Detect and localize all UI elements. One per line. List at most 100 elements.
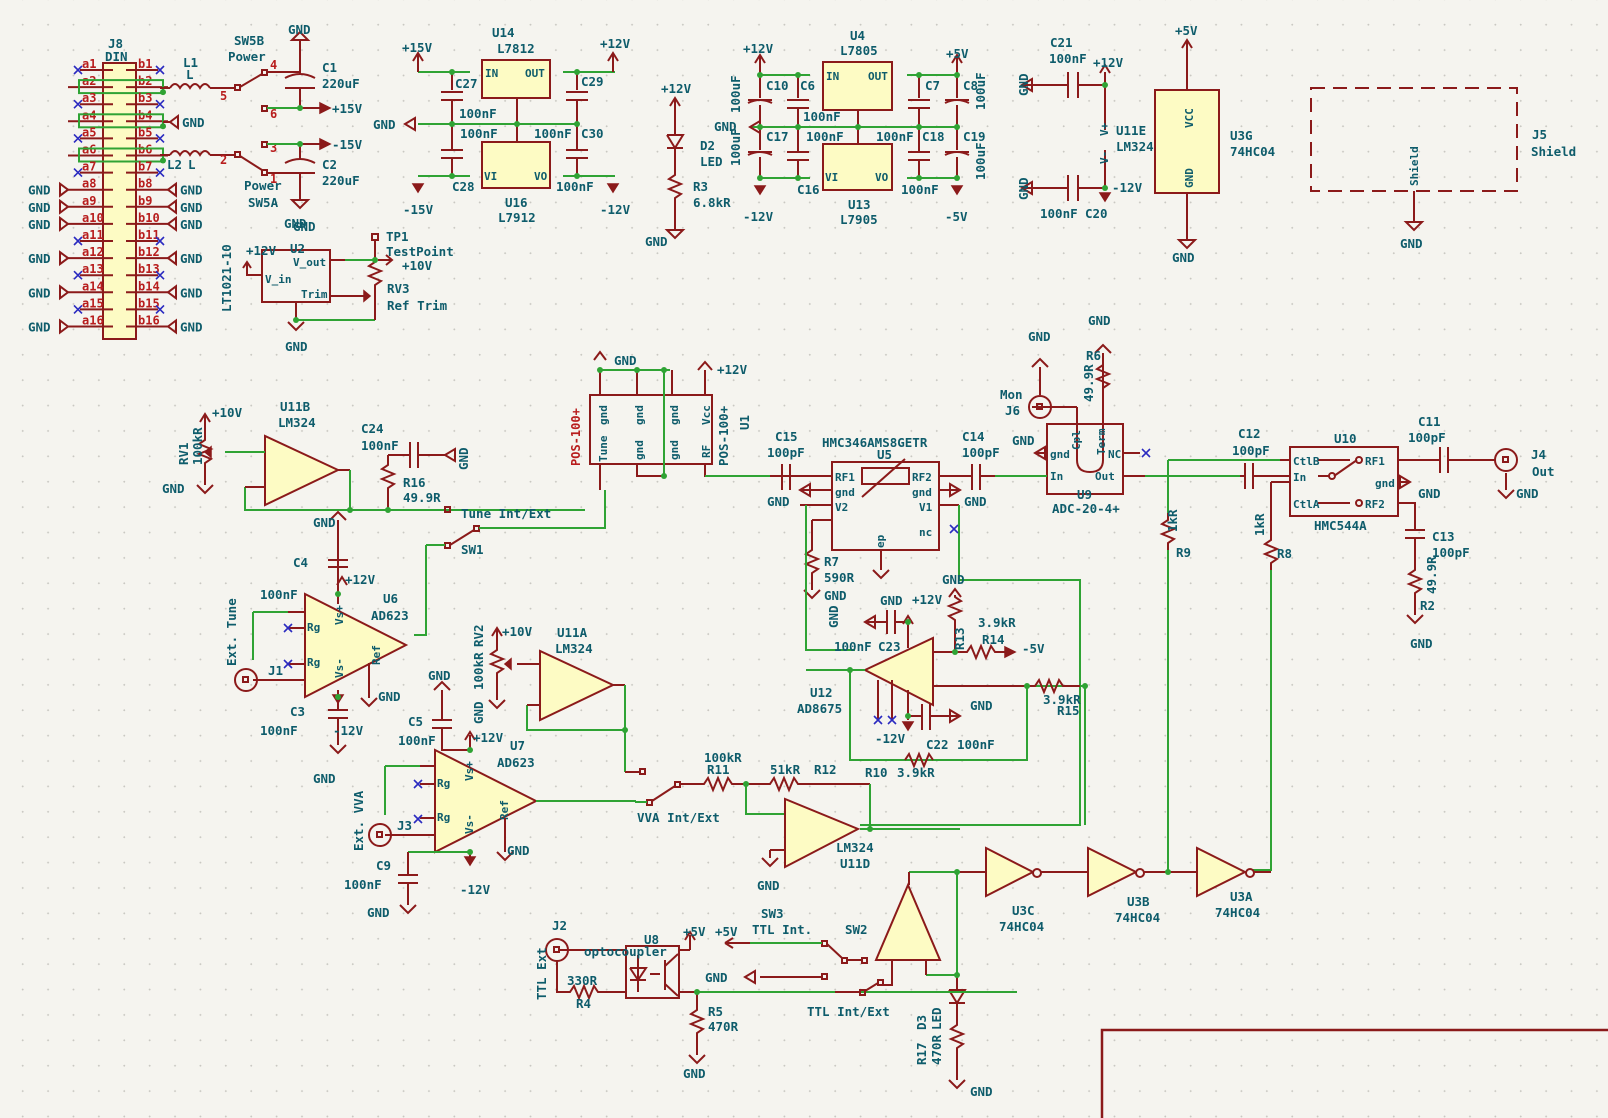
opamp-u12[interactable]: U12 AD8675 GND +12V GND 100nF C23 GND R1… [797,572,1088,825]
regulator-u14[interactable]: U14 L7812 IN OUT [481,25,551,99]
u9-value: ADC-20-4+ [1052,501,1120,516]
reference-u2[interactable]: U2 V_out V_in Trim LT1021-10 +12V GND TP… [219,219,454,354]
u6-triangle [304,592,409,699]
sw2-contact [877,979,884,986]
u7-pin-rg1: Rg [437,777,450,790]
u1-body [589,394,713,465]
sw3-value: TTL Int. [752,922,812,937]
u5-pin-v1: V1 [919,501,933,514]
u8-value: optocoupler [584,944,667,959]
tp1-value: TestPoint [386,244,454,259]
junction [449,121,455,127]
c29-ref: C29 [581,74,604,89]
r11-ref: R11 [707,762,730,777]
j8-bridge-wire [78,79,164,95]
u5-pin-nc: nc [919,526,932,539]
vco-u1[interactable]: GND +12V gnd gnd gnd Vcc Tune gnd gnd RF… [569,350,790,490]
u7-ref: U7 [510,738,525,753]
ttl-input-section[interactable]: J2 TTL Ext U8 optocoupler 330R R4 R5 470… [534,906,1017,1081]
junction [160,89,166,96]
m5-label: -5V [945,209,968,224]
j8-pin-b-label: b3 [138,91,152,105]
junction [449,173,455,179]
shield-j5[interactable]: J5 Shield Shield GND [1310,87,1576,251]
gnd-label: GND [293,219,316,234]
junction [597,367,603,373]
led-d2-r3[interactable]: +12V D2 LED R3 6.8kR GND [645,81,731,249]
pin-1: 1 [270,172,277,186]
u10-right-leads [1398,447,1515,625]
u14-pin-in: IN [485,67,498,80]
inamp-u6[interactable]: U6 AD623 Rg Rg Vs+ Vs- Ref 100nF C4 +12V… [224,510,409,786]
junction [449,69,455,75]
wires [418,71,615,177]
gnd-label: GND [645,234,668,249]
u12-ref: U12 [810,685,833,700]
ttl-logic-chain[interactable]: U3C 74HC04 U3B 74HC04 U3A 74HC04 SW2 D3 … [845,846,1271,1099]
gnd-label: GND [1400,236,1423,251]
inverter-u3g-power[interactable]: +5V GND U3G 74HC04 VCC GND [1154,23,1275,265]
c9-value: 100nF [344,877,382,892]
leads [196,412,265,495]
u3g-pin-vcc: VCC [1183,108,1196,128]
rv2-ref: RV2 [471,624,486,647]
gnd-label: GND [757,878,780,893]
opamp-u11e-power[interactable]: C21 100nF +12V -12V 100nF C20 U11E LM324… [1016,35,1154,221]
c20-value: 100nF [1040,206,1078,221]
u5-pin-gnd: gnd [912,486,932,499]
tune-buffer-u11b[interactable]: U11B LM324 RV1 100kR +10V GND C24 100nF … [162,399,606,636]
gnd-label: GND [313,515,336,530]
u13-body [822,143,893,191]
m12-label: -12V [1112,180,1143,195]
j8-pin-a-label: a16 [82,314,104,328]
gnd-label: GND [970,1084,993,1099]
coupler-u9[interactable]: In gnd Cpl Term NC Out U9 ADC-20-4+ Mon … [995,313,1280,516]
c28-ref: C28 [452,179,475,194]
regulator-u13[interactable]: U13 L7905 VI VO [822,143,893,227]
u1-value-left: POS-100+ [569,408,583,466]
j4-center [1502,456,1509,463]
gnd-label: GND [1028,329,1051,344]
r5-symbol [688,992,706,1065]
sw3-contact3 [821,973,828,980]
u1-pin-rf: RF [700,445,713,458]
attenuator-u5[interactable]: C15 100pF HMC346AMS8GETR U5 RF1 gnd V2 R… [767,429,1081,826]
sw5a-value: Power [244,178,282,193]
sw2-lever [835,982,879,993]
vva-buffer-u11a[interactable]: U11A LM324 +10V 100kR GND RV2 [471,624,646,775]
gnd-label: GND [180,200,203,215]
inamp-u7[interactable]: U7 AD623 Rg Rg Vs+ Vs- Ref C5 100nF GND … [344,668,636,920]
u6-pin-vsp: Vs+ [333,605,346,625]
gnd-symbol [59,284,177,301]
no-connect-marker [1141,448,1151,458]
c27-value: 100nF [459,106,497,121]
l1-ref: L1 [183,55,198,70]
u2-pin-in: V_in [265,273,292,286]
c21-value: 100nF [1049,51,1087,66]
u10-pin-rf2: RF2 [1365,498,1385,511]
switch-u10[interactable]: CtlB In CtlA RF1 gnd RF2 U10 HMC544A C12… [1159,414,1555,871]
c17-value: 100uF [728,128,743,166]
j1-center [242,676,249,683]
c13-value: 100pF [1432,545,1470,560]
vva-summer-u11d[interactable]: VVA Int/Ext 100kR R11 51kR R12 LM324 U11… [635,750,960,893]
p10-label: +10V [212,405,243,420]
regulator-u16[interactable]: U16 L7912 VI VO [481,141,551,225]
j3-value: Ext. VVA [351,790,366,851]
u6-pin-rg2: Rg [307,656,320,669]
u3b-bubble [1135,868,1145,878]
u2-ref: U2 [290,241,305,256]
rv1-wiper [203,445,212,459]
u5-pin-ep: ep [874,534,887,548]
gnd-label: GND [285,339,308,354]
c22-value: 100nF [957,737,995,752]
u11e-pin-vp: V+ [1098,122,1111,136]
gnd-label: GND [942,572,965,587]
u3b-value: 74HC04 [1115,910,1160,925]
r9-value: 1kR [1165,509,1180,532]
regulator-u4[interactable]: U4 L7805 IN OUT [822,28,893,111]
